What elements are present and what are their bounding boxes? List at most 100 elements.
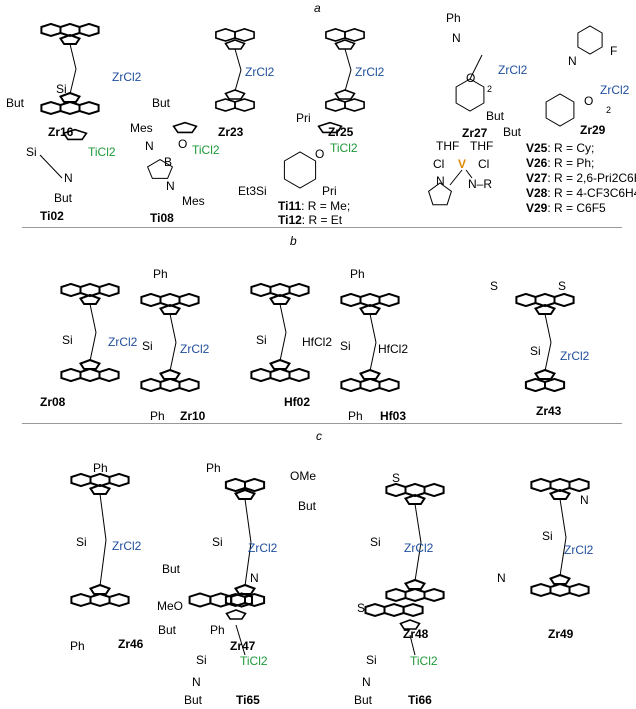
compound-label-ti12: Ti12: R = Et	[278, 214, 342, 227]
bond	[69, 43, 77, 70]
atom-si: Si	[196, 653, 207, 667]
bond	[414, 542, 422, 582]
metal-fragment: TiCl2	[410, 654, 438, 668]
bond	[250, 367, 272, 383]
substituent: OMe	[290, 469, 317, 483]
atom-n: N	[568, 54, 577, 68]
atom-si: Si	[256, 333, 267, 347]
label: V26	[526, 156, 548, 170]
bond	[288, 282, 310, 298]
bond	[544, 342, 552, 372]
atom-n: N	[166, 179, 175, 193]
metal-fragment: ZrCl2	[498, 63, 528, 77]
v-compound-entry: V27: R = 2,6-Pri2C6H3;	[526, 172, 636, 185]
bond	[224, 39, 246, 50]
bond	[215, 98, 236, 112]
bond	[515, 292, 537, 308]
substituent: MeO	[157, 599, 184, 613]
substituent: Ph	[210, 623, 225, 637]
bond	[89, 303, 97, 333]
compound-label: Zr08	[40, 395, 66, 409]
bond	[140, 377, 162, 393]
atom-si: Si	[542, 529, 553, 543]
atom-n: N	[497, 571, 506, 585]
label: V25	[526, 141, 548, 155]
atom-o: O	[466, 71, 476, 85]
bond	[159, 377, 181, 393]
bond	[146, 159, 174, 179]
compound-label: Zr27	[462, 126, 488, 140]
compound-label: Ti02	[40, 209, 64, 223]
metal-fragment: ZrCl2	[108, 335, 138, 349]
bond	[465, 169, 473, 179]
bond	[378, 377, 400, 393]
label: V27	[526, 171, 548, 185]
bond	[403, 578, 427, 590]
substituent: But	[54, 191, 73, 205]
bond	[334, 39, 356, 50]
metal-fragment: ZrCl2	[404, 541, 434, 555]
bond	[559, 498, 567, 538]
metal-fragment: ZrCl2	[564, 543, 594, 557]
substituent: But	[184, 693, 203, 707]
substituent: Pri	[296, 111, 311, 125]
atom-si: Si	[340, 339, 351, 353]
subscript: 2	[487, 84, 493, 94]
bond	[325, 28, 346, 42]
compound-label: Hf03	[380, 409, 407, 423]
atom-o: O	[178, 137, 188, 151]
metal-fragment: TiCl2	[88, 145, 116, 159]
bond	[98, 367, 120, 383]
label: Ti11	[278, 199, 302, 213]
bond	[225, 609, 247, 620]
bond	[62, 128, 88, 141]
bond	[325, 98, 346, 112]
bond	[234, 98, 255, 112]
bond	[544, 313, 552, 343]
bond	[559, 537, 567, 577]
bond	[233, 488, 257, 500]
substituent: But	[6, 96, 25, 110]
bond	[402, 602, 424, 618]
bond	[99, 493, 107, 541]
bond	[60, 282, 82, 298]
bond	[288, 367, 310, 383]
bond	[385, 587, 407, 603]
substituent: Ph	[93, 461, 108, 475]
metal-fragment: ZrCl2	[112, 70, 142, 84]
bond	[60, 367, 82, 383]
bond	[340, 292, 362, 308]
substituent: Ph	[350, 267, 365, 281]
compound-label: Zr25	[328, 125, 354, 139]
substituent: But	[162, 562, 181, 576]
bond	[553, 292, 575, 308]
atom-n: N	[250, 571, 259, 585]
atom-si: Si	[56, 82, 67, 96]
substituent: Mes	[182, 194, 205, 208]
compound-label: Zr29	[580, 123, 606, 137]
bond	[269, 367, 291, 383]
bond	[215, 28, 236, 42]
bond	[283, 151, 317, 189]
bond	[88, 583, 112, 595]
compound-label: Ti08	[150, 211, 174, 225]
metal-fragment: TiCl2	[330, 141, 358, 155]
compound-label: Zr16	[48, 125, 74, 139]
metal-fragment: TiCl2	[192, 143, 220, 157]
atom-si: Si	[530, 344, 541, 358]
bond	[70, 592, 92, 608]
bond	[69, 68, 77, 95]
compound-label-ti11: Ti11: R = Me;	[278, 200, 350, 213]
compound-label: Zr10	[180, 409, 206, 423]
bond	[99, 539, 107, 587]
section-divider	[22, 227, 622, 228]
bond	[279, 332, 287, 362]
substituent: But	[354, 693, 373, 707]
metal-v: V	[458, 157, 467, 171]
label: Ti12	[278, 213, 302, 227]
bond	[158, 368, 182, 380]
bond	[234, 69, 242, 92]
bond	[317, 121, 343, 134]
bond	[385, 482, 407, 498]
compound-label: Zr43	[536, 404, 562, 418]
